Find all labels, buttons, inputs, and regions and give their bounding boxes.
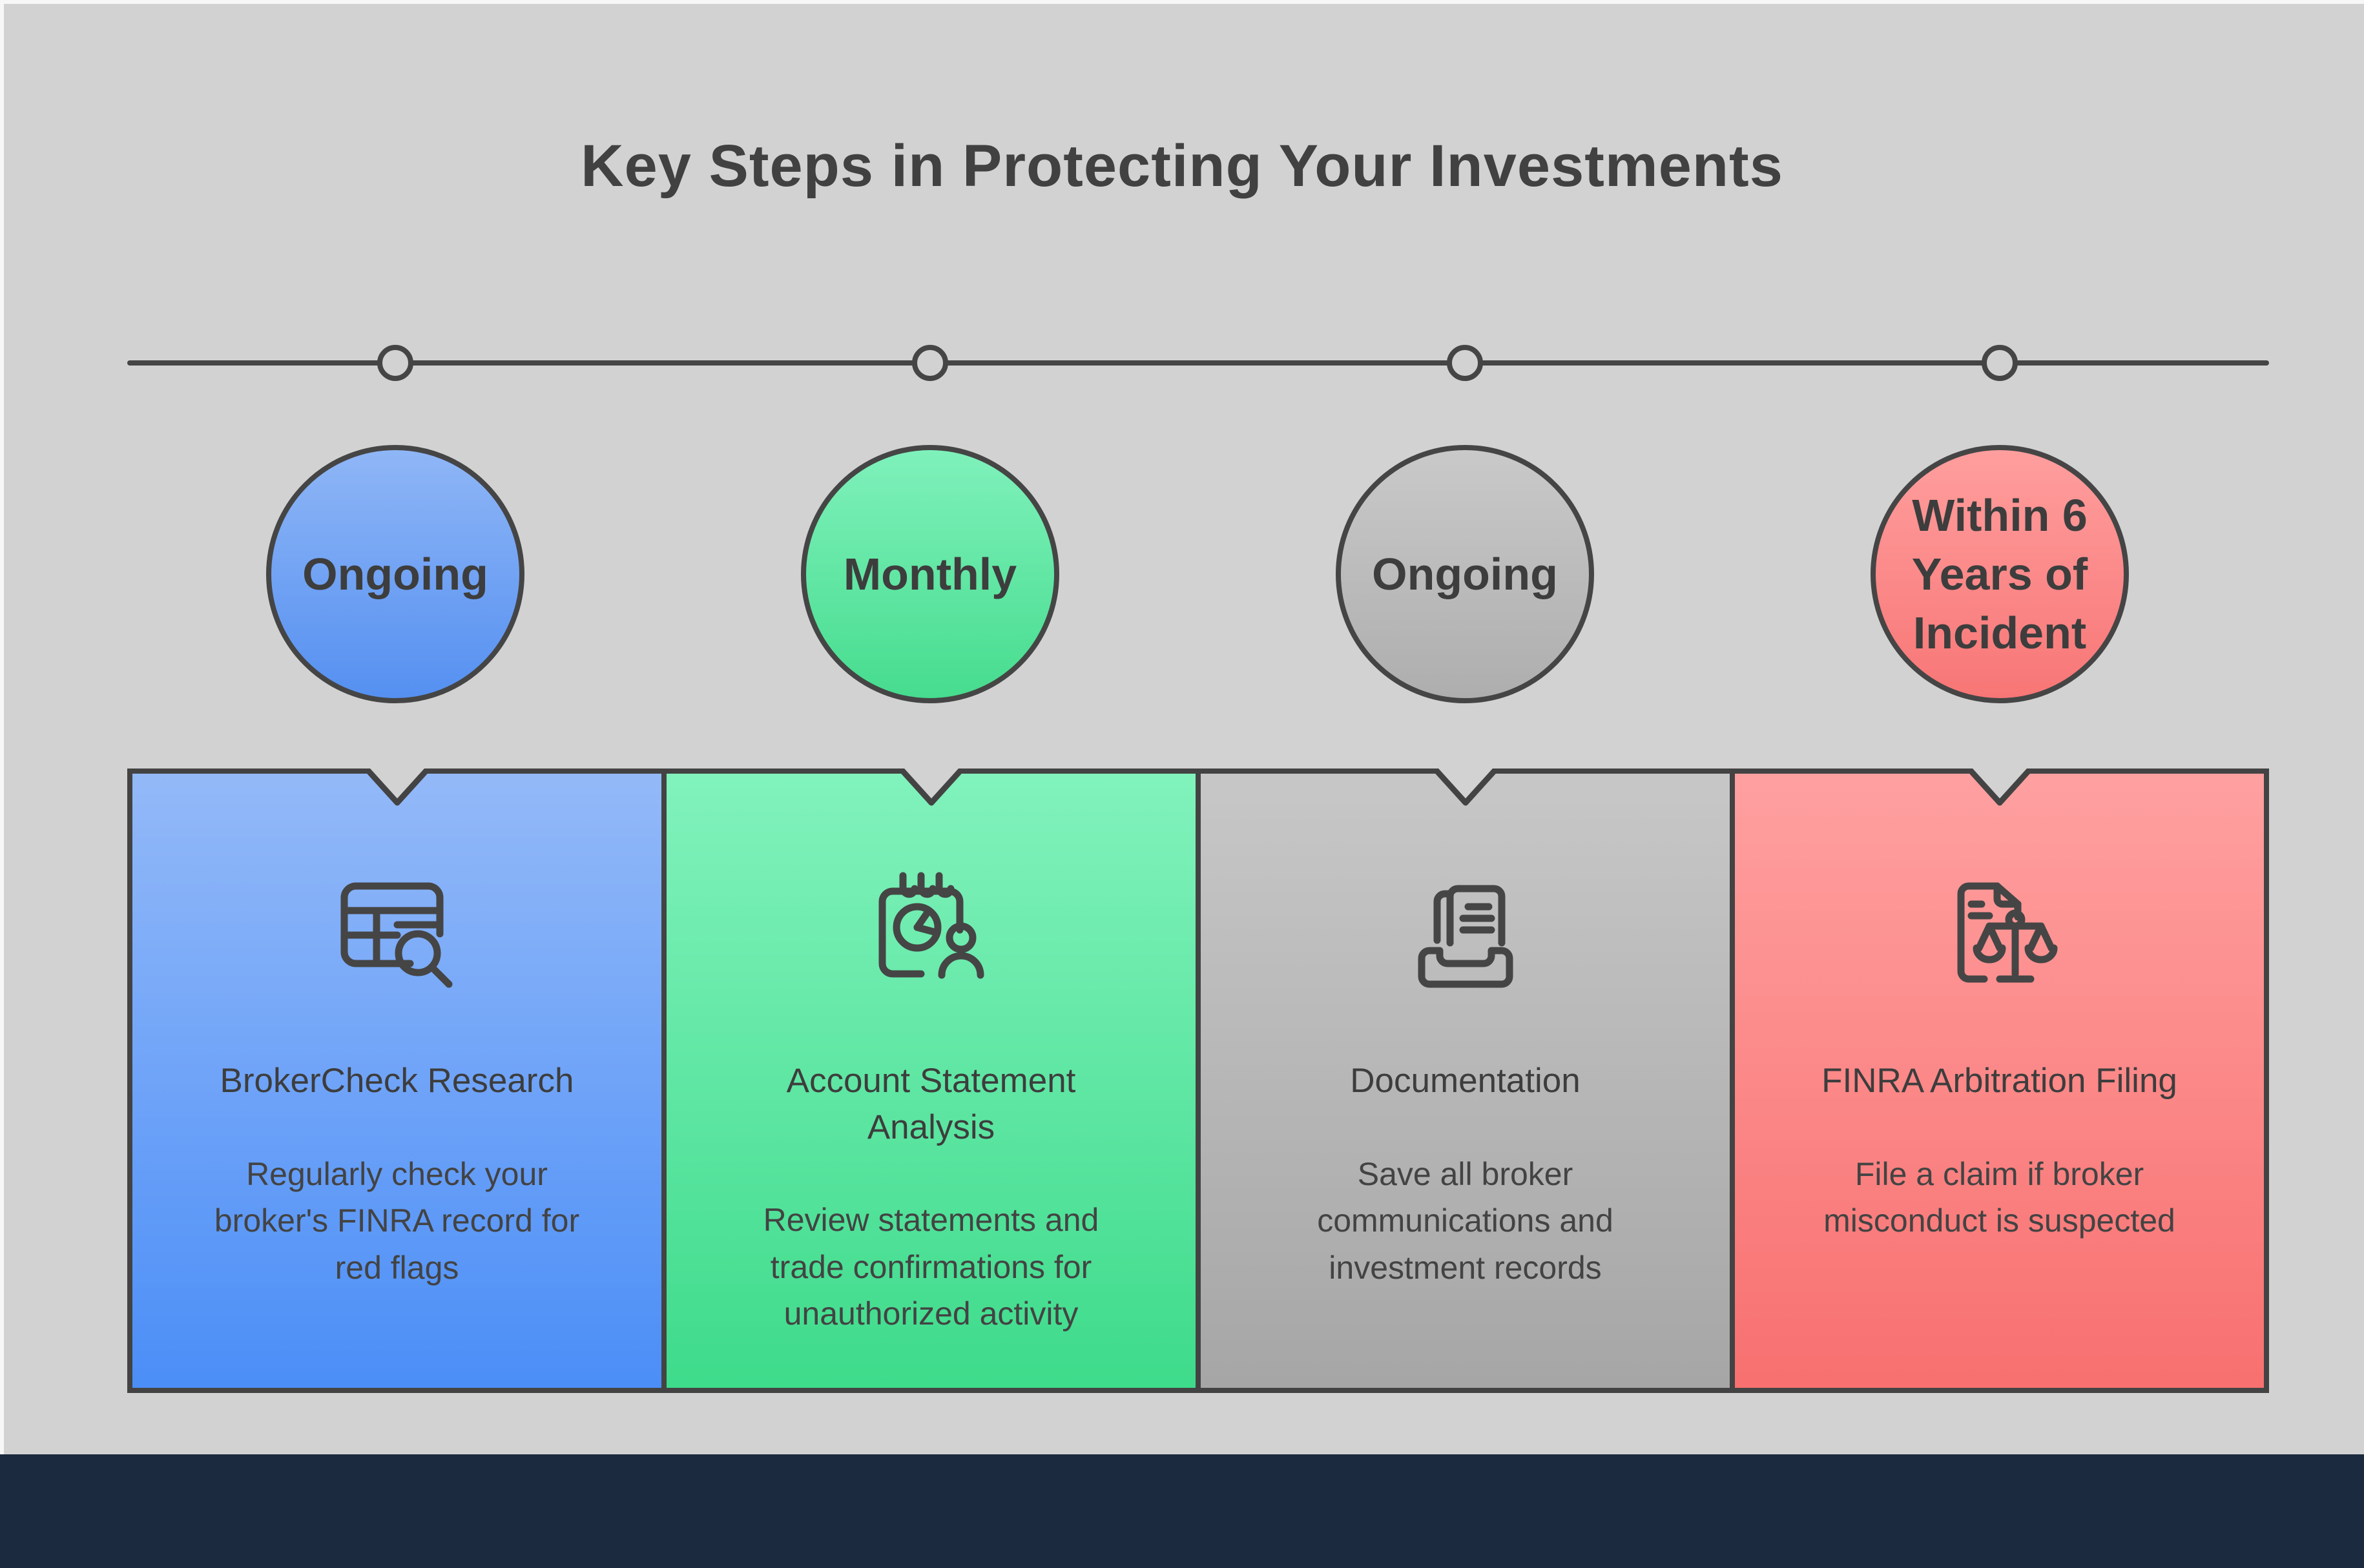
card-notch bbox=[363, 769, 431, 806]
card-title: BrokerCheck Research bbox=[220, 1062, 574, 1100]
step-card-statement-analysis: Account Statement Analysis Review statem… bbox=[667, 769, 1201, 1393]
step-circle-label: Ongoing bbox=[302, 548, 488, 599]
timeline-node-1 bbox=[377, 345, 413, 381]
step-circle-4: Within 6 Years of Incident bbox=[1871, 445, 2129, 703]
card-description: Save all broker communications and inves… bbox=[1317, 1155, 1613, 1286]
card-notch bbox=[897, 769, 965, 806]
card-title: Documentation bbox=[1350, 1062, 1581, 1100]
step-circle-label: Ongoing bbox=[1372, 548, 1558, 599]
document-inbox-icon bbox=[1388, 858, 1543, 1013]
document-scales-icon bbox=[1922, 858, 2077, 1013]
card-title: FINRA Arbitration Filing bbox=[1821, 1062, 2177, 1100]
step-circle-3: Ongoing bbox=[1336, 445, 1594, 703]
cards-row: BrokerCheck Research Regularly check you… bbox=[127, 769, 2269, 1393]
page-title: Key Steps in Protecting Your Investments bbox=[581, 133, 1783, 199]
timeline-node-4 bbox=[1982, 345, 2018, 381]
step-circle-label: Monthly bbox=[843, 548, 1017, 599]
timeline-node-2 bbox=[912, 345, 948, 381]
calendar-chart-person-icon bbox=[854, 858, 1009, 1013]
card-notch bbox=[1965, 769, 2033, 806]
step-card-arbitration: FINRA Arbitration Filing File a claim if… bbox=[1735, 769, 2269, 1393]
step-card-documentation: Documentation Save all broker communicat… bbox=[1201, 769, 1735, 1393]
timeline-line bbox=[127, 360, 2269, 366]
table-search-icon bbox=[320, 858, 475, 1013]
card-description: File a claim if broker misconduct is sus… bbox=[1823, 1155, 2175, 1239]
footer-bar bbox=[0, 1454, 2364, 1568]
card-description: Review statements and trade confirmation… bbox=[763, 1202, 1099, 1332]
step-circle-2: Monthly bbox=[801, 445, 1059, 703]
step-card-brokercheck: BrokerCheck Research Regularly check you… bbox=[127, 769, 667, 1393]
timeline-node-3 bbox=[1447, 345, 1483, 381]
card-title: Account Statement Analysis bbox=[786, 1062, 1076, 1146]
card-description: Regularly check your broker's FINRA reco… bbox=[214, 1155, 580, 1286]
card-notch bbox=[1431, 769, 1499, 806]
step-circle-label: Within 6 Years of Incident bbox=[1911, 490, 2088, 658]
step-circle-1: Ongoing bbox=[266, 445, 524, 703]
